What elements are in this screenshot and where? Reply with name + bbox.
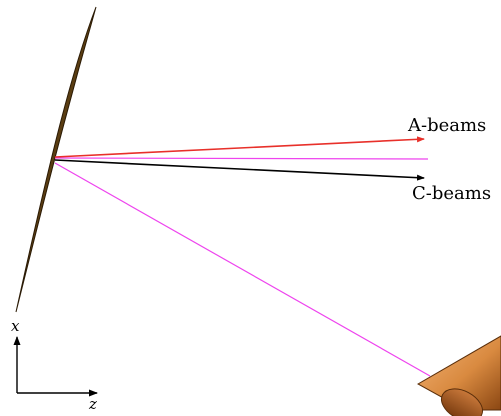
a-beams-label: A-beams	[407, 115, 486, 136]
a-beam-arrow	[54, 136, 425, 158]
z-axis-label: z	[88, 395, 97, 413]
c-beams-label: C-beams	[412, 183, 491, 204]
magenta-ray-horizontal	[54, 157, 429, 160]
c-beam-arrow	[54, 159, 425, 181]
cone-source	[416, 335, 501, 416]
magenta-ray-to-cone	[54, 162, 431, 377]
x-axis-label: x	[11, 317, 20, 335]
curved-mirror	[15, 6, 97, 313]
